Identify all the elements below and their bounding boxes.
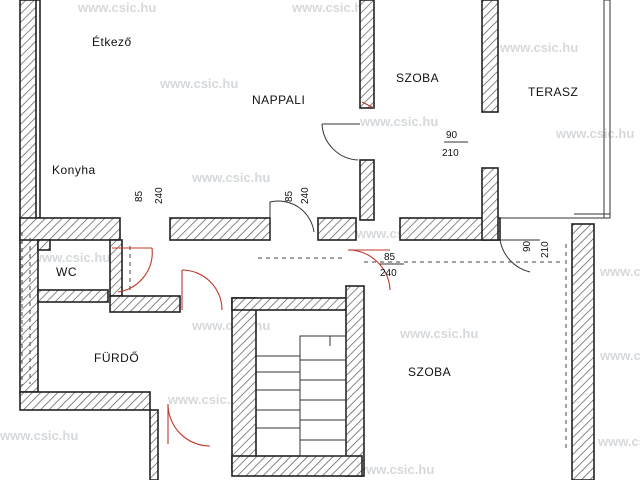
door-height-label: 240: [300, 187, 311, 204]
door-swing: [361, 101, 375, 109]
wall: [345, 285, 365, 477]
watermark: www.csic.hu: [159, 76, 238, 91]
dashed-lines: [21, 232, 567, 452]
door-height-label: 210: [540, 241, 551, 258]
wall: [19, 217, 121, 241]
dimension-labels: 85 240 85 240 90 210 85 240 90 210: [134, 130, 551, 279]
wall: [109, 295, 181, 313]
door-width-label: 85: [134, 190, 145, 202]
watermark: www.csic.hu: [399, 326, 478, 341]
watermark: www.csic.hu: [359, 114, 438, 129]
room-label-terasz: TERASZ: [528, 85, 578, 99]
door-swing: [181, 269, 223, 311]
wall: [481, 0, 499, 113]
door-width-label: 90: [446, 130, 458, 141]
watermark: www.csic.hu: [499, 40, 578, 55]
room-label-furdo: FÜRDŐ: [94, 350, 139, 365]
door-swing: [112, 247, 153, 293]
watermark: www.csic.hu: [0, 428, 78, 443]
wall: [399, 217, 501, 241]
wall: [169, 217, 271, 241]
wall: [35, 0, 41, 219]
door-swing: [347, 249, 391, 291]
door-swing: [499, 239, 540, 273]
watermark: www.csic.hu: [191, 170, 270, 185]
door-height-label: 240: [380, 268, 397, 279]
wall: [149, 409, 159, 480]
door-swing: [321, 123, 360, 161]
wall: [571, 223, 595, 480]
watermark: www.csic.hu: [291, 0, 370, 15]
wall: [231, 297, 355, 311]
door-width-label: 85: [384, 252, 396, 263]
watermark: www.csic.hu: [599, 264, 640, 279]
watermark: www.csic.hu: [599, 348, 640, 363]
wall: [231, 455, 363, 477]
room-label-nappali: NAPPALI: [252, 93, 305, 107]
door-swing: [269, 200, 315, 238]
watermark: www.csic.hu: [31, 250, 110, 265]
watermark: www.csic.hu: [77, 0, 156, 15]
watermark: www.csic.hu: [555, 126, 634, 141]
stair-landing: [310, 335, 331, 346]
watermark: www.csic.hu: [167, 392, 246, 407]
doors: [112, 101, 540, 447]
wall: [19, 231, 39, 393]
staircase: [256, 335, 347, 457]
watermark: www.csic.hu: [191, 318, 270, 333]
terrace-edge: [603, 0, 611, 219]
room-label-wc: WC: [56, 265, 77, 279]
wall: [231, 297, 257, 471]
walls: [19, 0, 611, 480]
room-label-szoba-top: SZOBA: [396, 71, 439, 85]
wall: [19, 391, 151, 411]
wall: [317, 217, 357, 241]
wall: [37, 239, 51, 251]
room-labels: Étkező NAPPALI SZOBA TERASZ Konyha WC FÜ…: [52, 34, 578, 379]
watermark: www.csic.hu: [597, 434, 640, 449]
wall: [359, 0, 375, 109]
door-swing: [167, 403, 211, 447]
door-height-label: 240: [154, 187, 165, 204]
watermark: www.csic.hu: [355, 462, 434, 477]
room-label-konyha: Konyha: [52, 163, 96, 177]
door-width-label: 90: [522, 240, 533, 252]
room-label-szoba-bottom: SZOBA: [408, 365, 451, 379]
wall: [37, 289, 109, 303]
wall: [359, 159, 375, 221]
wall: [481, 167, 499, 241]
door-height-label: 210: [442, 148, 459, 159]
stair-flight: [299, 335, 347, 457]
room-label-etkezo: Étkező: [92, 34, 132, 49]
door-width-label: 85: [284, 190, 295, 202]
